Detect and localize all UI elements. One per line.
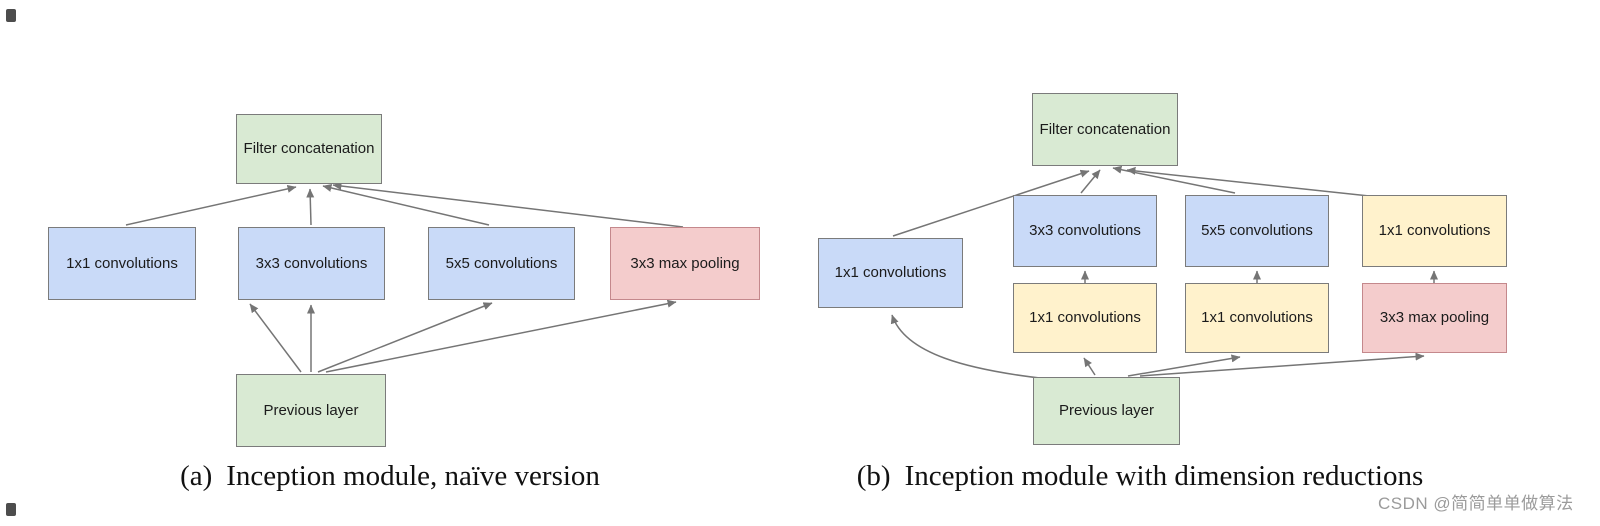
- caption-panel-b: (b) Inception module with dimension reduc…: [815, 460, 1465, 493]
- csdn-watermark: CSDN @简简单单做算法: [1378, 494, 1574, 513]
- caption-a-prefix: (a): [180, 460, 213, 492]
- page-artifact-bottom-left: [6, 503, 16, 516]
- caption-b-prefix: (b): [856, 460, 891, 492]
- panel-a-arrows: [125, 182, 684, 373]
- panel-b-arrows: [890, 165, 1438, 380]
- node-a-previous-layer: Previous layer: [236, 374, 386, 447]
- caption-a-text: Inception module, naïve version: [226, 460, 600, 492]
- page-artifact-top-left: [6, 9, 16, 22]
- node-a-3x3-convolutions: 3x3 convolutions: [238, 227, 385, 300]
- node-a-filter-concatenation: Filter concatenation: [236, 114, 382, 184]
- node-b-1x1-reduce-left: 1x1 convolutions: [1013, 283, 1157, 353]
- caption-b-text: Inception module with dimension reductio…: [904, 460, 1424, 492]
- node-b-1x1-convolutions-left: 1x1 convolutions: [818, 238, 963, 308]
- node-b-3x3-convolutions: 3x3 convolutions: [1013, 195, 1157, 267]
- node-b-5x5-convolutions: 5x5 convolutions: [1185, 195, 1329, 267]
- node-b-previous-layer: Previous layer: [1033, 377, 1180, 445]
- caption-panel-a: (a) Inception module, naïve version: [110, 460, 670, 493]
- node-a-3x3-max-pooling: 3x3 max pooling: [610, 227, 760, 300]
- node-b-filter-concatenation: Filter concatenation: [1032, 93, 1178, 166]
- node-a-1x1-convolutions: 1x1 convolutions: [48, 227, 196, 300]
- node-b-3x3-max-pooling: 3x3 max pooling: [1362, 283, 1507, 353]
- node-b-1x1-reduce-right: 1x1 convolutions: [1185, 283, 1329, 353]
- node-b-1x1-convolutions-right: 1x1 convolutions: [1362, 195, 1507, 267]
- node-a-5x5-convolutions: 5x5 convolutions: [428, 227, 575, 300]
